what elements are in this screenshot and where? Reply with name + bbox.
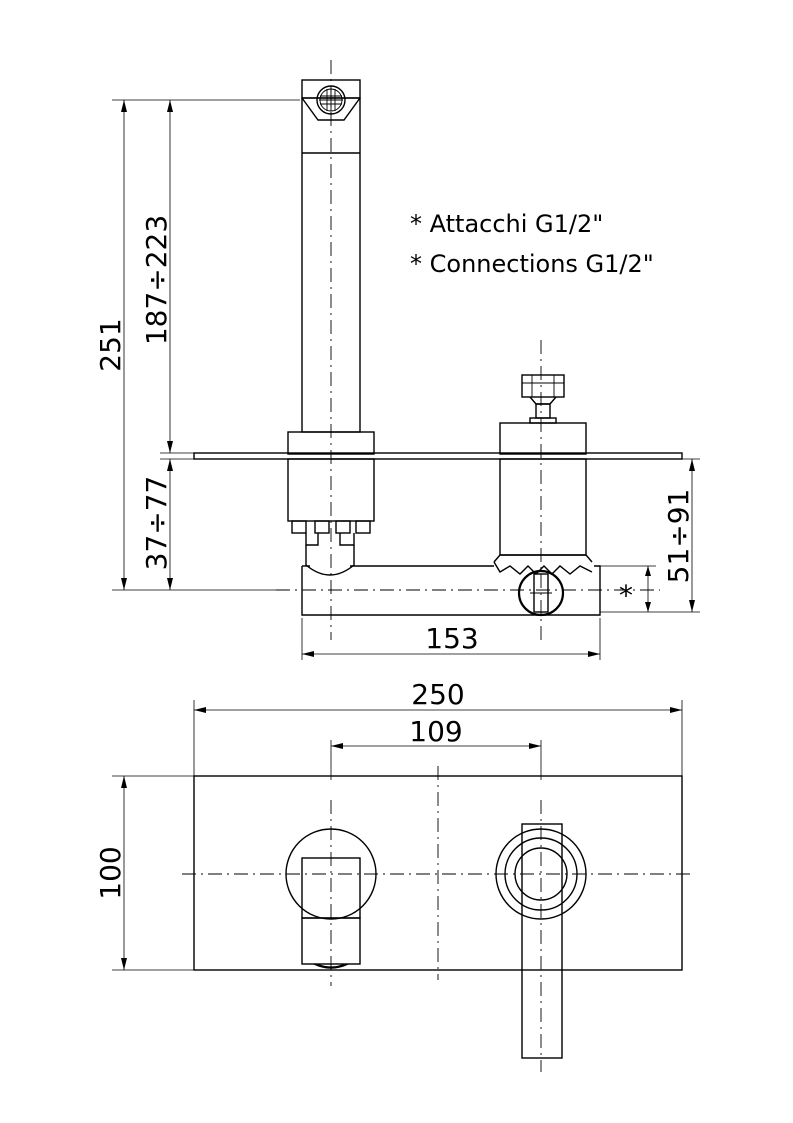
mixer-body — [493, 422, 593, 575]
dim-connection — [600, 565, 656, 612]
label-spout-height: 187÷223 — [140, 215, 173, 345]
label-body-width: 153 — [425, 622, 478, 655]
dim-center-distance — [330, 740, 542, 780]
dim-spout-height — [160, 100, 196, 454]
front-centerlines — [182, 766, 694, 1072]
dim-wall-depth-left — [160, 458, 196, 590]
front-view: 250 109 100 — [94, 678, 694, 1072]
valve-body — [301, 565, 601, 617]
note-attacchi: * Attacchi G1/2" — [410, 210, 603, 238]
mixer-handle — [521, 374, 565, 424]
label-plate-height: 100 — [94, 846, 127, 899]
label-center-distance: 109 — [409, 715, 462, 748]
side-centerlines — [276, 60, 660, 640]
dim-plate-width — [193, 700, 683, 776]
label-connection-marker: * — [619, 579, 633, 612]
dim-total-height — [112, 99, 300, 591]
dim-body-width — [301, 618, 601, 660]
label-wall-depth-left: 37÷77 — [140, 476, 173, 571]
dim-wall-depth-right — [600, 458, 700, 613]
wall-plate — [193, 452, 683, 460]
note-connections: * Connections G1/2" — [410, 250, 654, 278]
dim-plate-height — [112, 775, 194, 971]
side-view: 251 187÷223 37÷77 51÷91 — [94, 60, 700, 660]
label-total-height: 251 — [94, 318, 127, 371]
label-wall-depth-right: 51÷91 — [662, 489, 695, 584]
label-plate-width: 250 — [411, 678, 464, 711]
